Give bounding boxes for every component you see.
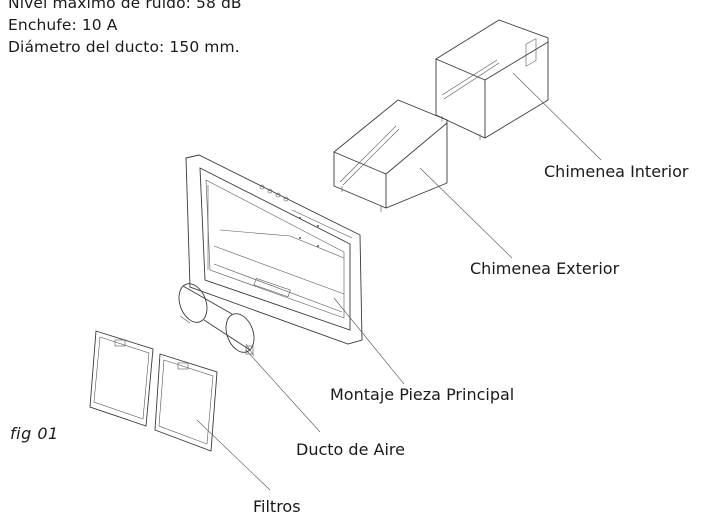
leader-main-assembly	[333, 297, 405, 385]
spec-plug: Enchufe: 10 A	[8, 16, 118, 34]
air-duct	[178, 283, 255, 357]
label-ducto-de-aire: Ducto de Aire	[296, 440, 405, 459]
label-filtros: Filtros	[253, 497, 301, 516]
figure-label: fig 01	[10, 424, 59, 443]
leader-outer-chimney	[419, 167, 513, 259]
outer-chimney	[333, 99, 448, 212]
inner-chimney	[435, 19, 549, 140]
leader-air-duct	[245, 349, 321, 433]
leader-filters	[196, 419, 271, 491]
leader-inner-chimney	[512, 72, 602, 161]
main-hood-assembly	[185, 154, 363, 345]
filters	[89, 330, 218, 452]
label-chimenea-exterior: Chimenea Exterior	[470, 259, 620, 278]
spec-noise-level: Nivel máximo de ruido: 58 dB	[8, 0, 242, 12]
spec-duct-diameter: Diámetro del ducto: 150 mm.	[8, 38, 240, 56]
label-chimenea-interior: Chimenea Interior	[544, 162, 689, 181]
label-montaje-pieza-principal: Montaje Pieza Principal	[330, 385, 515, 404]
